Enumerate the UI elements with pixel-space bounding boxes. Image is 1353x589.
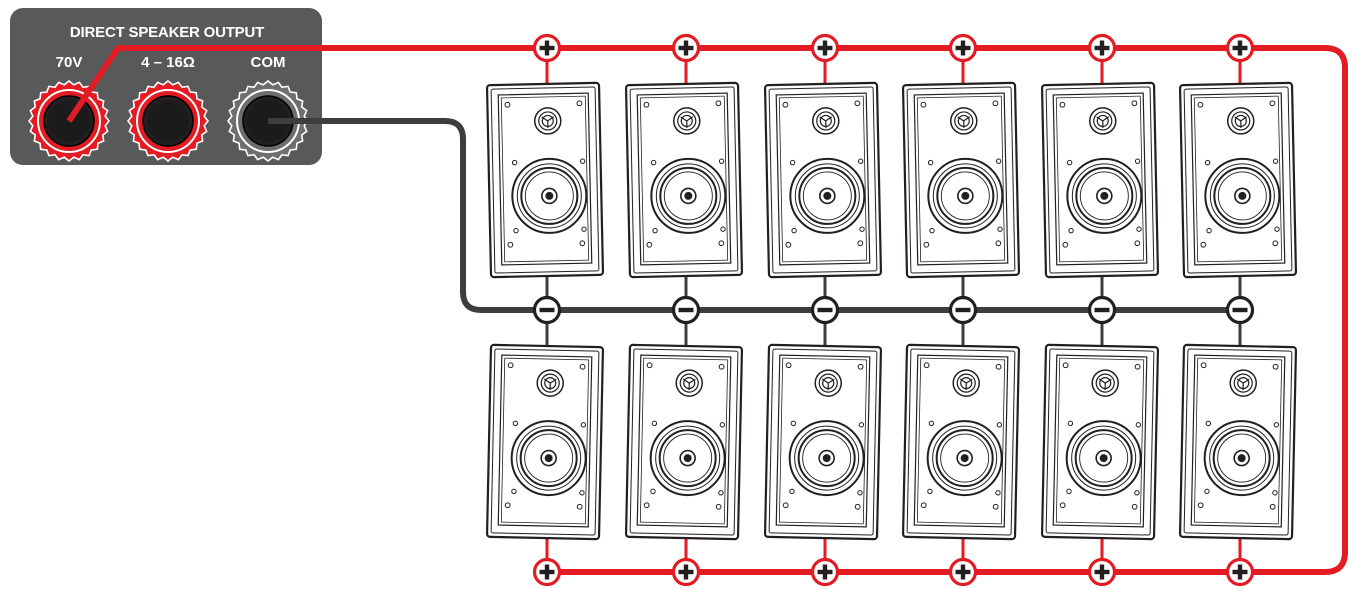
positive-wire xyxy=(66,45,1348,575)
terminal-label-com: COM xyxy=(251,54,286,71)
in-wall-speaker-icon xyxy=(1178,343,1298,541)
negative-connector-icon xyxy=(532,295,562,325)
wiring xyxy=(66,45,1348,575)
positive-connector-icon xyxy=(1225,557,1255,587)
in-wall-speaker-icon xyxy=(485,343,605,541)
terminal-label-70v: 70V xyxy=(56,54,83,71)
in-wall-speaker-icon xyxy=(624,343,744,541)
negative-connector-icon xyxy=(810,295,840,325)
in-wall-speaker-icon xyxy=(1040,343,1160,541)
positive-connector-icon xyxy=(810,33,840,63)
terminal-label-4-16-ohm: 4 – 16Ω xyxy=(141,54,195,71)
positive-connector-icon xyxy=(1225,33,1255,63)
negative-connector-icon xyxy=(1225,295,1255,325)
in-wall-speaker-icon xyxy=(1040,81,1160,279)
positive-connector-icon xyxy=(1087,557,1117,587)
negative-connector-icon xyxy=(948,295,978,325)
positive-connector-icon xyxy=(671,33,701,63)
in-wall-speaker-icon xyxy=(901,343,1021,541)
positive-connector-icon xyxy=(948,557,978,587)
negative-wire xyxy=(268,118,1240,313)
positive-connector-icon xyxy=(810,557,840,587)
positive-connector-icon xyxy=(671,557,701,587)
positive-connector-icon xyxy=(532,557,562,587)
in-wall-speaker-icon xyxy=(763,81,883,279)
panel-title: DIRECT SPEAKER OUTPUT xyxy=(70,24,264,41)
in-wall-speaker-icon xyxy=(1178,81,1298,279)
in-wall-speaker-icon xyxy=(624,81,744,279)
connector-markers xyxy=(532,33,1255,587)
negative-connector-icon xyxy=(671,295,701,325)
negative-connector-icon xyxy=(1087,295,1117,325)
positive-connector-icon xyxy=(532,33,562,63)
binding-post-1[interactable] xyxy=(126,79,210,163)
in-wall-speaker-icon xyxy=(763,343,883,541)
direct-speaker-output-panel: DIRECT SPEAKER OUTPUT 70V 4 – 16Ω COM xyxy=(10,8,322,165)
positive-connector-icon xyxy=(948,33,978,63)
in-wall-speaker-icon xyxy=(485,81,605,279)
positive-connector-icon xyxy=(1087,33,1117,63)
in-wall-speaker-icon xyxy=(901,81,1021,279)
